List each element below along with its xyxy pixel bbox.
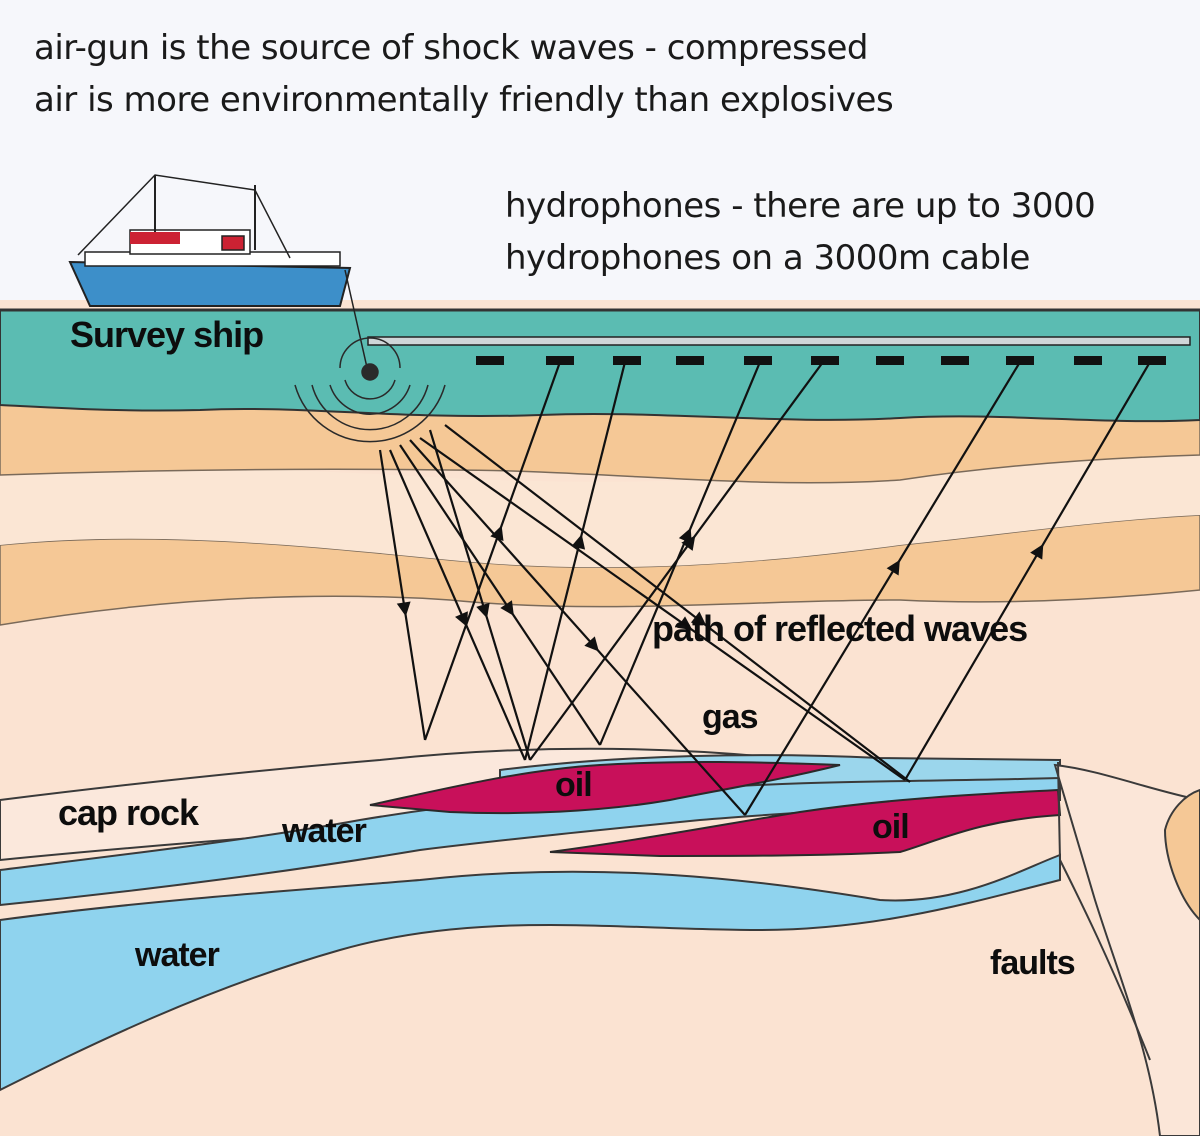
wave-arrowhead-6-1 xyxy=(476,602,490,619)
label-survey-ship: Survey ship xyxy=(70,314,264,355)
caption-hydrophones-line1: hydrophones - there are up to 3000 xyxy=(505,186,1096,226)
label-path-of-reflected-waves: path of reflected waves xyxy=(652,608,1028,649)
sand-layer-1 xyxy=(0,399,1200,484)
wave-ray-2-segment-1 xyxy=(388,449,527,761)
wave-ray-2-segment-2 xyxy=(523,361,627,761)
caption-hydrophones-line2: hydrophones on a 3000m cable xyxy=(505,238,1030,278)
ship-tow-line xyxy=(344,269,369,373)
water-layer-lower xyxy=(0,853,1061,1092)
wave-arrowhead-7-1 xyxy=(690,611,707,626)
air-gun-shock-rings xyxy=(294,337,446,443)
hydrophone-4 xyxy=(676,356,704,365)
hydrophone-11 xyxy=(1138,356,1166,365)
sand-layer-light xyxy=(0,455,1200,568)
ship-bridge-red xyxy=(130,232,180,244)
caption-air-gun-line2: air is more environmentally friendly tha… xyxy=(34,80,894,120)
wave-arrowhead-1-1 xyxy=(396,601,411,617)
label-water-upper: water xyxy=(282,812,367,850)
wave-ray-1-segment-2 xyxy=(423,361,562,741)
hydrophone-cable xyxy=(367,336,1191,346)
wave-arrowhead-2-1 xyxy=(455,611,468,627)
hydrophone-6 xyxy=(811,356,839,365)
label-water-lower: water xyxy=(135,936,220,974)
wave-arrowhead-1-2 xyxy=(490,525,504,542)
label-faults: faults xyxy=(990,944,1076,982)
ship-funnel xyxy=(221,235,245,251)
hydrophone-3 xyxy=(613,356,641,365)
hydrophone-5 xyxy=(744,356,772,365)
survey-ship xyxy=(68,174,369,373)
wave-arrowhead-2-2 xyxy=(571,534,586,550)
label-oil-left: oil xyxy=(555,766,593,804)
wave-ray-6-segment-2 xyxy=(529,361,824,761)
wave-ray-7-segment-1 xyxy=(444,424,911,783)
wave-ray-3-segment-1 xyxy=(399,444,601,746)
wave-arrowhead-6-2 xyxy=(681,535,696,551)
wave-ray-1-segment-1 xyxy=(378,449,427,741)
label-gas: gas xyxy=(702,698,759,736)
ship-hull xyxy=(68,260,352,307)
wave-ray-6-segment-1 xyxy=(428,429,532,761)
hydrophone-9 xyxy=(1006,356,1034,365)
wave-arrowhead-4-1 xyxy=(584,636,599,652)
hydrophone-group xyxy=(476,356,1166,365)
caption-air-gun: air-gun is the source of shock waves - c… xyxy=(34,22,894,126)
label-cap-rock: cap rock xyxy=(58,792,199,833)
wave-arrowhead-4-2 xyxy=(886,559,900,576)
caption-air-gun-line1: air-gun is the source of shock waves - c… xyxy=(34,28,869,68)
wave-arrowhead-5-2 xyxy=(1030,544,1044,560)
wave-paths xyxy=(378,361,1151,816)
hydrophone-2 xyxy=(546,356,574,365)
wave-ray-4-segment-1 xyxy=(409,439,746,816)
wave-arrowhead-3-1 xyxy=(500,600,514,616)
hydrophone-1 xyxy=(476,356,504,365)
wave-ray-5-segment-1 xyxy=(419,437,906,781)
hydrophone-10 xyxy=(1074,356,1102,365)
hydrophone-7 xyxy=(876,356,904,365)
sand-layer-2 xyxy=(0,514,1200,626)
hydrophone-8 xyxy=(941,356,969,365)
fault-sliver xyxy=(1163,788,1200,922)
wave-ray-4-segment-2 xyxy=(744,361,1021,816)
oil-deposit-left xyxy=(369,760,841,815)
ship-rigging xyxy=(77,174,291,259)
wave-arrowhead-5-1 xyxy=(676,616,693,631)
fault-line xyxy=(1057,761,1151,1061)
caption-hydrophones: hydrophones - there are up to 3000 hydro… xyxy=(505,180,1096,284)
label-oil-right: oil xyxy=(872,808,910,846)
wave-ray-5-segment-2 xyxy=(904,361,1151,781)
